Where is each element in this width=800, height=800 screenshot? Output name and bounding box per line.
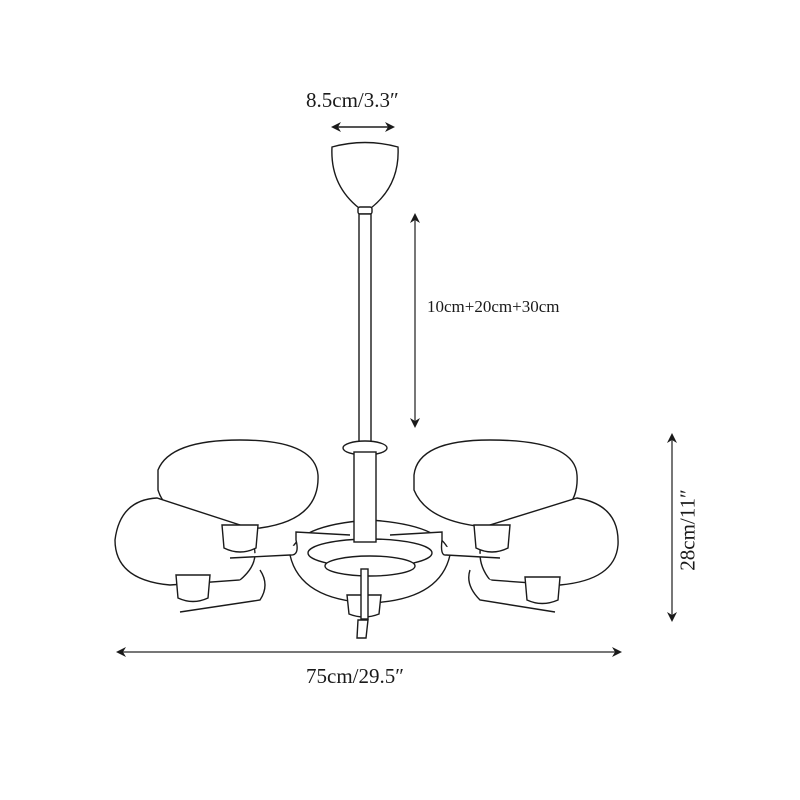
cup-right-lower: [524, 576, 561, 605]
canopy-width-label: 8.5cm/3.3″: [306, 88, 399, 112]
cup-right-upper: [473, 524, 511, 553]
total-width-label: 75cm/29.5″: [306, 664, 404, 688]
cup-left-upper: [221, 524, 259, 553]
hub-ring-inner: [324, 555, 416, 577]
shade-back-right: [413, 439, 578, 529]
down-rod: [358, 213, 372, 445]
shade-far-right: [479, 497, 619, 586]
arm-left-upper: [229, 531, 351, 559]
center-finial: [360, 568, 369, 620]
arm-left-lower: [179, 569, 266, 613]
canopy-collar: [357, 206, 373, 215]
arm-right-upper: [389, 531, 501, 559]
center-finial-tip: [356, 619, 369, 639]
height-label: 28cm/11″: [675, 489, 700, 571]
center-column: [353, 451, 377, 543]
cup-left-lower: [175, 574, 211, 603]
shade-far-left: [114, 497, 256, 586]
rod-length-label: 10cm+20cm+30cm: [427, 297, 560, 316]
canopy: [331, 141, 399, 209]
